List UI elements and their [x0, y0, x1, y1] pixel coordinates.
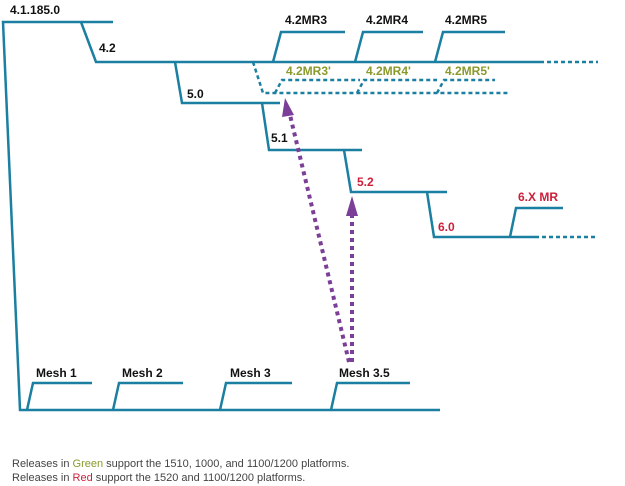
label-5-0: 5.0	[187, 87, 204, 101]
legend-2-color-word: Red	[72, 472, 93, 484]
label-4-2mr3-prime: 4.2MR3'	[286, 64, 331, 78]
legend-1-suffix: support the 1510, 1000, and 1100/1200 pl…	[103, 458, 350, 470]
branch-5-2	[342, 149, 447, 194]
branch-4-2mr5	[433, 30, 505, 63]
branch-4-2mr5-prime	[435, 78, 495, 94]
label-4-2mr4: 4.2MR4	[366, 13, 408, 27]
branch-6-x-mr	[508, 206, 563, 238]
branch-mesh-1	[25, 381, 92, 411]
label-mesh-1: Mesh 1	[36, 366, 77, 380]
branch-4-2-prime	[251, 61, 508, 95]
label-4-2: 4.2	[99, 41, 116, 55]
branch-mesh-2	[111, 381, 183, 411]
label-4-2mr3: 4.2MR3	[285, 13, 327, 27]
legend-1-color-word: Green	[72, 458, 104, 470]
label-4-2mr5-prime: 4.2MR5'	[445, 64, 490, 78]
label-mesh-3: Mesh 3	[230, 366, 271, 380]
branch-mesh-3-5	[329, 381, 410, 411]
legend-green-releases: Releases in Green support the 1510, 1000…	[12, 458, 349, 470]
branch-mesh-3	[218, 381, 292, 411]
label-4-2mr4-prime: 4.2MR4'	[366, 64, 411, 78]
arrowhead-5-2	[346, 196, 358, 216]
branch-6-0	[425, 191, 535, 239]
branch-4-2	[79, 21, 540, 64]
arrowhead-4-2mr3-prime	[282, 98, 294, 117]
branch-5-0	[173, 61, 280, 105]
legend-red-releases: Releases in Red support the 1520 and 110…	[12, 472, 305, 484]
legend-1-prefix: Releases in	[12, 458, 73, 470]
branch-4-2mr3	[271, 30, 345, 63]
label-6-x-mr: 6.X MR	[518, 190, 558, 204]
branch-5-1	[260, 102, 362, 152]
branch-4-2mr4	[353, 30, 423, 63]
branch-4-2mr4-prime	[355, 78, 437, 94]
arrow-mesh35-to-4-2mr3-prime	[288, 114, 351, 363]
label-5-1: 5.1	[271, 131, 288, 145]
branch-4-2mr3-prime	[273, 78, 360, 94]
label-mesh-3-5: Mesh 3.5	[339, 366, 390, 380]
label-5-2: 5.2	[357, 175, 374, 189]
label-4-2mr5: 4.2MR5	[445, 13, 487, 27]
legend-2-prefix: Releases in	[12, 472, 73, 484]
label-4-1-185-0: 4.1.185.0	[10, 3, 60, 17]
legend-2-suffix: support the 1520 and 1100/1200 platforms…	[92, 472, 306, 484]
branch-4-1-185-0	[1, 20, 440, 412]
label-6-0: 6.0	[438, 220, 455, 234]
label-mesh-2: Mesh 2	[122, 366, 163, 380]
